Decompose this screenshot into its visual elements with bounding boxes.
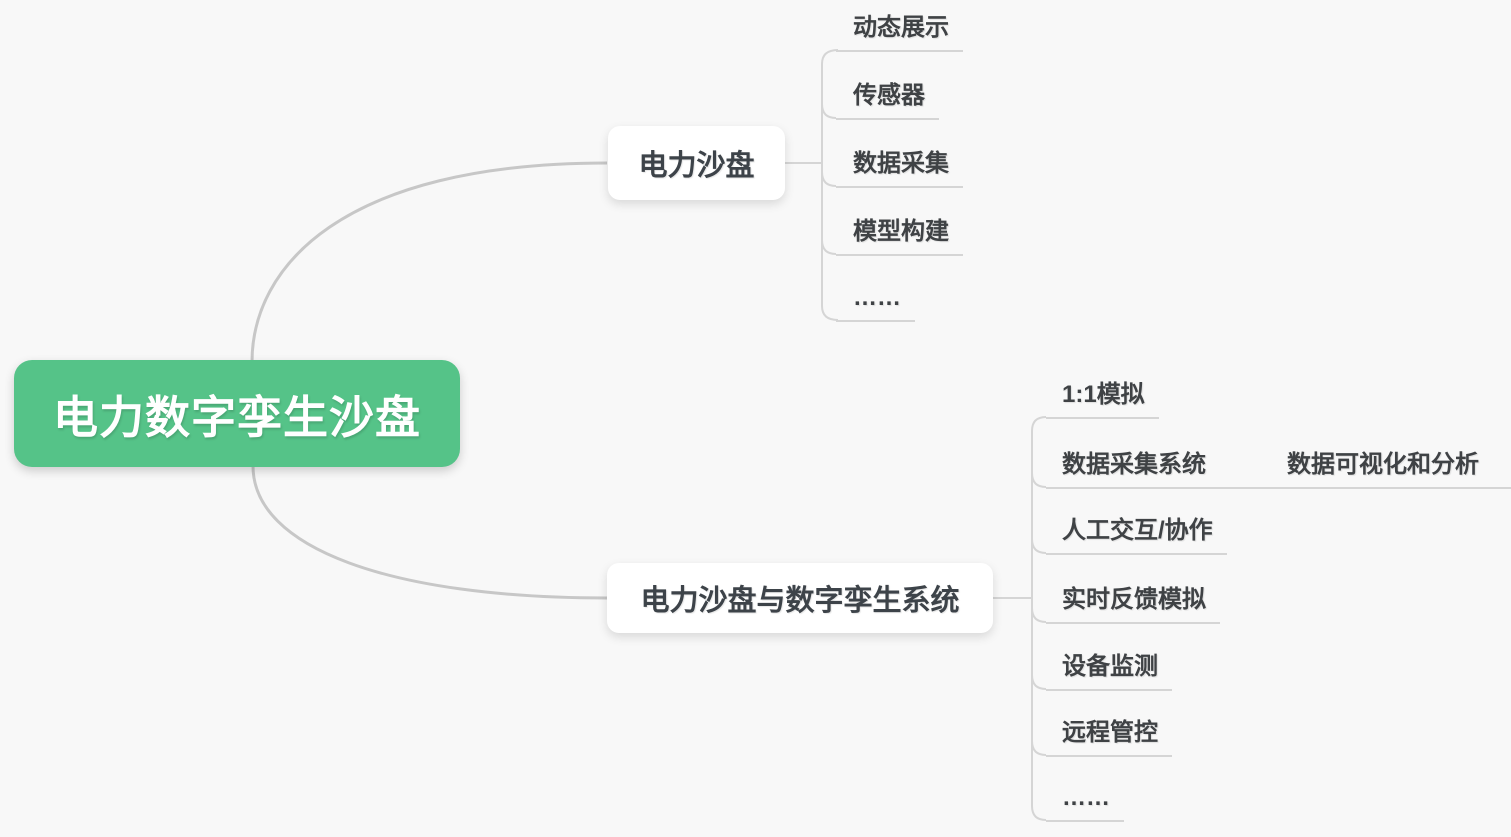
subtopic-model-building[interactable]: 模型构建 (836, 218, 963, 256)
subtopic-sensors[interactable]: 传感器 (836, 82, 939, 120)
subtopic-dynamic-display[interactable]: 动态展示 (836, 14, 963, 52)
subtopic-remote-control[interactable]: 远程管控 (1046, 719, 1172, 757)
subtopic-human-interaction[interactable]: 人工交互/协作 (1046, 517, 1227, 555)
subtopic-device-monitoring[interactable]: 设备监测 (1046, 653, 1172, 691)
root-topic[interactable]: 电力数字孪生沙盘 (14, 360, 460, 467)
curve-root-to-topic-2 (251, 465, 608, 600)
curve-root-to-topic-1 (250, 161, 608, 363)
subtopic-ellipsis-1[interactable]: …… (836, 284, 915, 322)
spine-topic-2 (1031, 416, 1047, 821)
elbow-topic-1-child-2 (821, 103, 837, 119)
elbow-topic-2-child-3 (1031, 538, 1047, 554)
subtopic-1to1-simulation[interactable]: 1:1模拟 (1046, 381, 1159, 419)
subtopic-data-visualization-analysis[interactable]: 数据可视化和分析 (1218, 451, 1511, 489)
elbow-topic-2-child-4 (1031, 607, 1047, 623)
elbow-topic-2-child-6 (1031, 740, 1047, 756)
topic-sandbox-digital-twin-system[interactable]: 电力沙盘与数字孪生系统 (607, 563, 993, 633)
subtopic-realtime-feedback[interactable]: 实时反馈模拟 (1046, 586, 1220, 624)
topic-power-sandbox[interactable]: 电力沙盘 (608, 126, 785, 200)
subtopic-data-collection[interactable]: 数据采集 (836, 150, 963, 188)
elbow-topic-2-child-5 (1031, 674, 1047, 690)
subtopic-ellipsis-2[interactable]: …… (1046, 784, 1124, 822)
elbow-topic-1-child-3 (821, 171, 837, 187)
elbow-topic-2-child-2 (1031, 472, 1047, 488)
subtopic-data-collection-system[interactable]: 数据采集系统 (1046, 451, 1220, 489)
elbow-topic-1-child-4 (821, 239, 837, 255)
